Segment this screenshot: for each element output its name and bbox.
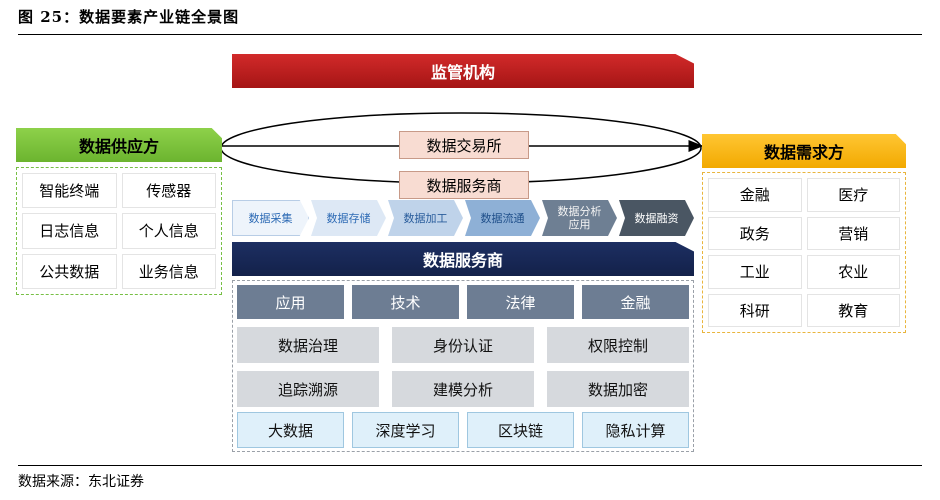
service-item: 建模分析 (392, 371, 534, 407)
service-tech: 深度学习 (352, 412, 459, 448)
demand-panel: 金融 医疗 政务 营销 工业 农业 科研 教育 (702, 172, 906, 333)
service-row-categories: 应用 技术 法律 金融 (237, 285, 689, 319)
supply-header: 数据供应方 (16, 128, 222, 162)
service-item: 权限控制 (547, 327, 689, 363)
supply-item: 公共数据 (22, 253, 117, 289)
regulator-banner: 监管机构 (232, 54, 694, 88)
demand-item: 金融 (708, 178, 802, 212)
demand-header-label: 数据需求方 (763, 143, 844, 162)
supply-item: 个人信息 (121, 213, 216, 249)
supply-item: 传感器 (121, 173, 216, 209)
data-exchange-label: 数据交易所 (426, 136, 502, 155)
process-step-circulate: 数据流通 (465, 200, 540, 236)
service-item: 身份认证 (392, 327, 534, 363)
demand-item: 营销 (806, 216, 900, 250)
exchange-service-provider-box: 数据服务商 (399, 171, 529, 199)
supply-item: 业务信息 (121, 253, 216, 289)
service-row-governance: 数据治理 身份认证 权限控制 (237, 327, 689, 363)
service-item: 追踪溯源 (237, 371, 379, 407)
process-step-process: 数据加工 (388, 200, 463, 236)
service-tech: 隐私计算 (582, 412, 689, 448)
service-tech: 区块链 (467, 412, 574, 448)
demand-item: 政务 (708, 216, 802, 250)
demand-item: 教育 (806, 293, 900, 327)
demand-header: 数据需求方 (702, 134, 906, 168)
service-item: 数据治理 (237, 327, 379, 363)
process-step-label: 数据采集 (248, 211, 293, 225)
figure-title: 图 25：数据要素产业链全景图 (18, 8, 240, 26)
process-step-label: 数据融资 (634, 211, 679, 225)
process-chevrons: 数据采集 数据存储 数据加工 数据流通 数据分析 应用 数据融资 (232, 200, 694, 236)
process-step-store: 数据存储 (311, 200, 386, 236)
demand-item: 农业 (806, 255, 900, 289)
demand-item: 工业 (708, 255, 802, 289)
process-step-label: 数据分析 应用 (557, 205, 602, 231)
service-row-technology: 大数据 深度学习 区块链 隐私计算 (237, 412, 689, 448)
service-category: 金融 (582, 285, 689, 319)
process-step-collect: 数据采集 (232, 200, 309, 236)
service-provider-banner: 数据服务商 (232, 242, 694, 276)
supply-item: 智能终端 (22, 173, 117, 209)
top-rule (18, 34, 922, 35)
data-exchange-box: 数据交易所 (399, 131, 529, 159)
exchange-service-provider-label: 数据服务商 (426, 176, 502, 195)
service-panel: 应用 技术 法律 金融 数据治理 身份认证 权限控制 追踪溯源 建模分析 数据加… (232, 280, 694, 452)
process-step-finance: 数据融资 (619, 200, 694, 236)
service-tech: 大数据 (237, 412, 344, 448)
service-category: 技术 (352, 285, 459, 319)
process-step-label: 数据加工 (403, 211, 448, 225)
service-category: 法律 (467, 285, 574, 319)
supply-item: 日志信息 (22, 213, 117, 249)
demand-item: 医疗 (806, 178, 900, 212)
supply-header-label: 数据供应方 (78, 137, 159, 156)
process-step-label: 数据存储 (326, 211, 371, 225)
service-category: 应用 (237, 285, 344, 319)
regulator-label: 监管机构 (430, 63, 495, 82)
service-row-security: 追踪溯源 建模分析 数据加密 (237, 371, 689, 407)
demand-item: 科研 (708, 293, 802, 327)
bottom-rule (18, 465, 922, 466)
supply-panel: 智能终端 传感器 日志信息 个人信息 公共数据 业务信息 (16, 167, 222, 295)
service-provider-label: 数据服务商 (422, 251, 503, 270)
process-step-analyze: 数据分析 应用 (542, 200, 617, 236)
figure-source: 数据来源：东北证券 (18, 474, 144, 490)
service-item: 数据加密 (547, 371, 689, 407)
process-step-label: 数据流通 (480, 211, 525, 225)
